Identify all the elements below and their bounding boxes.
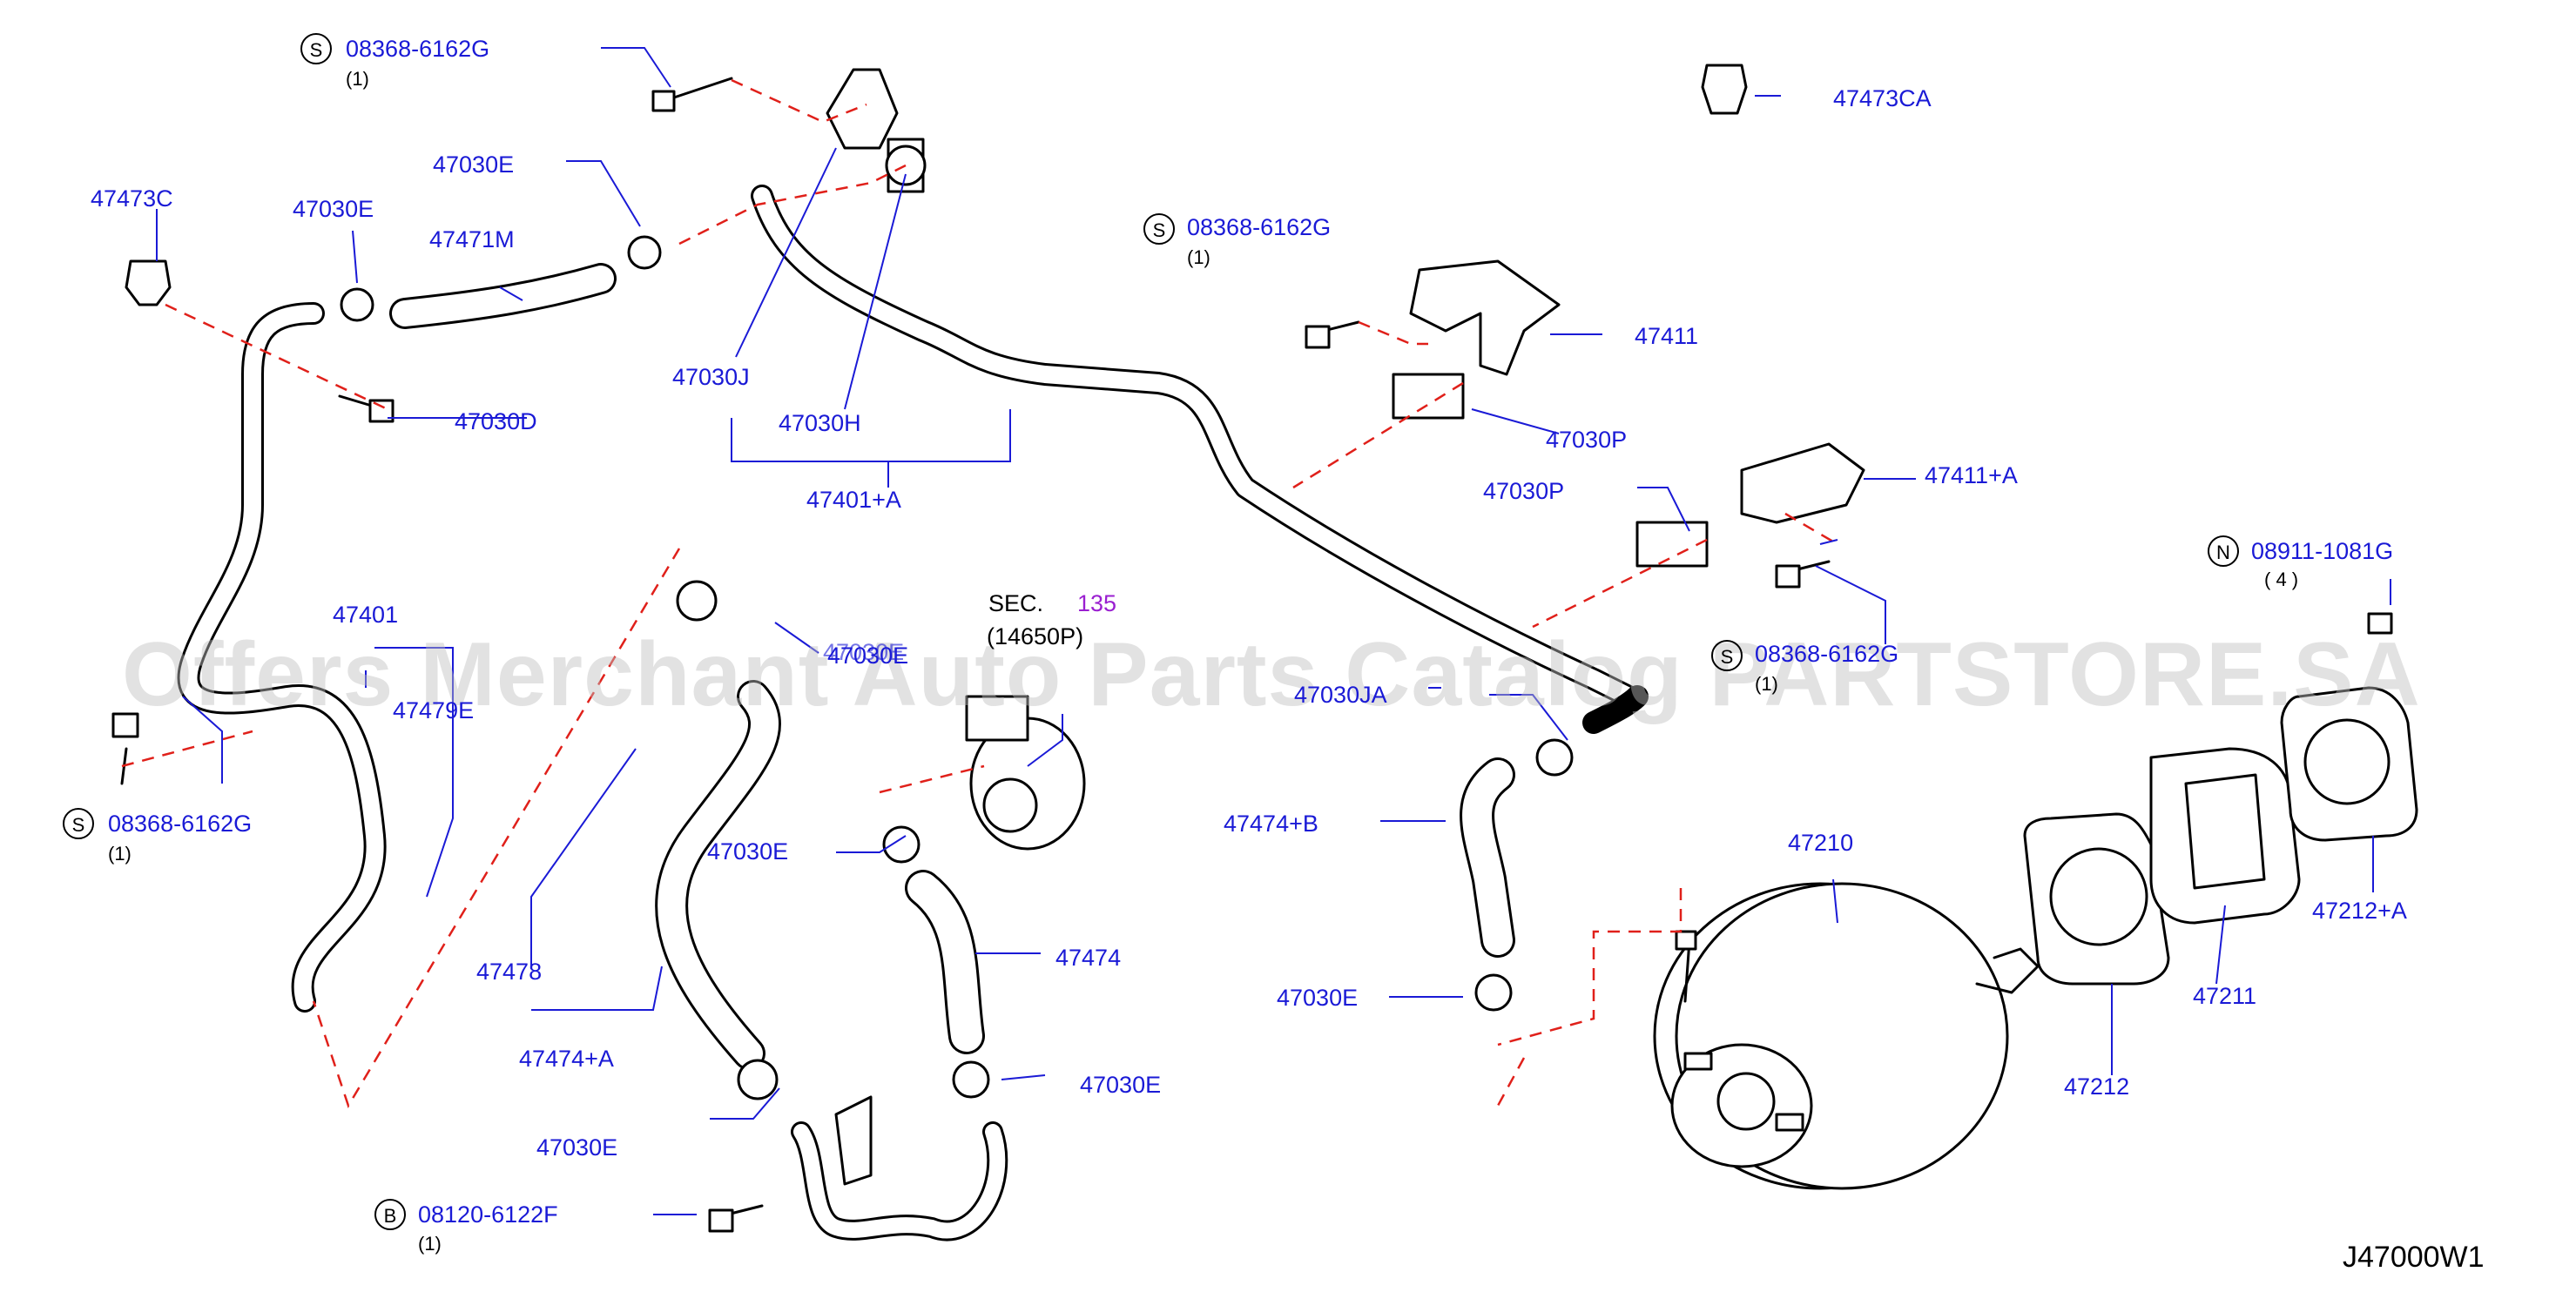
nut-08911 bbox=[2367, 612, 2393, 635]
clamp bbox=[952, 1060, 990, 1099]
section-ref-part: (14650P) bbox=[987, 623, 1084, 649]
part-label[interactable]: 47479E bbox=[393, 697, 475, 723]
callout-s2-prefix: S bbox=[1143, 213, 1175, 245]
section-ref-number[interactable]: 135 bbox=[1077, 590, 1117, 616]
part-label[interactable]: 47212+A bbox=[2312, 898, 2407, 924]
part-label[interactable]: 47411 bbox=[1635, 323, 1699, 349]
part-label[interactable]: 47211 bbox=[2193, 983, 2257, 1009]
diagram-code: J47000W1 bbox=[2343, 1241, 2485, 1274]
part-label[interactable]: 47474 bbox=[1055, 945, 1122, 971]
part-label[interactable]: 47471M bbox=[429, 226, 515, 252]
part-label-partial[interactable]: 47030E bbox=[823, 639, 905, 665]
part-label[interactable]: 47030E bbox=[1080, 1072, 1162, 1098]
part-label[interactable]: 47212 bbox=[2064, 1073, 2130, 1100]
bolt bbox=[708, 1204, 764, 1233]
part-label[interactable]: 47030P bbox=[1483, 478, 1565, 504]
part-label[interactable]: 47030E bbox=[293, 196, 374, 222]
callout-s4-prefix: S bbox=[63, 808, 94, 839]
bolt bbox=[111, 712, 139, 785]
callout-s3-qty: (1) bbox=[1755, 673, 1778, 695]
callout-n1-prefix: N bbox=[2208, 535, 2239, 567]
callout-s4-qty: (1) bbox=[108, 843, 131, 865]
part-label[interactable]: 47210 bbox=[1788, 830, 1854, 856]
clamp bbox=[340, 287, 374, 322]
part-label[interactable]: 47030E bbox=[433, 151, 515, 178]
callout-s1-number[interactable]: 08368-6162G bbox=[346, 36, 490, 62]
gasket-47212 bbox=[2023, 812, 2170, 986]
part-label[interactable]: 47474+A bbox=[519, 1046, 614, 1072]
leader-lines bbox=[156, 47, 2391, 1215]
part-label[interactable]: 47030E bbox=[536, 1134, 618, 1161]
part-label[interactable]: 47030P bbox=[1546, 427, 1628, 453]
vacuum-pump-14650p bbox=[965, 695, 1086, 851]
part-label[interactable]: 47030H bbox=[779, 410, 861, 436]
callout-b1-qty: (1) bbox=[418, 1233, 442, 1255]
callout-s2-number[interactable]: 08368-6162G bbox=[1187, 214, 1332, 240]
clamp bbox=[1474, 973, 1513, 1012]
bolt bbox=[1305, 320, 1360, 349]
part-label[interactable]: 47411+A bbox=[1925, 462, 2018, 488]
callout-s1-qty: (1) bbox=[346, 68, 369, 90]
callout-n1-qty: ( 4 ) bbox=[2264, 569, 2299, 590]
clamp bbox=[737, 1059, 779, 1100]
callout-s3-number[interactable]: 08368-6162G bbox=[1755, 641, 1899, 667]
bolt bbox=[651, 77, 733, 112]
clamp bbox=[676, 580, 718, 622]
part-label[interactable]: 47030J bbox=[672, 364, 750, 390]
callout-s1-prefix: S bbox=[300, 33, 332, 64]
clamp bbox=[882, 825, 920, 864]
assembly-dash-leaders bbox=[121, 78, 1838, 1108]
small-tube-end bbox=[1582, 685, 1649, 734]
part-label[interactable]: 47473CA bbox=[1833, 85, 1932, 111]
clamp bbox=[627, 235, 662, 270]
callout-s2-qty: (1) bbox=[1187, 246, 1210, 268]
clip-47473c bbox=[125, 259, 172, 306]
part-label[interactable]: 47030E bbox=[827, 643, 909, 669]
part-label[interactable]: 47030E bbox=[707, 838, 789, 865]
bracket-47411a bbox=[1740, 442, 1865, 524]
bolt bbox=[1775, 560, 1831, 589]
callout-b1-prefix: B bbox=[374, 1199, 406, 1230]
brake-booster-47210 bbox=[1653, 882, 2040, 1190]
part-label[interactable]: 47474+B bbox=[1224, 811, 1318, 837]
plate-47211 bbox=[2149, 747, 2301, 925]
clip-47030p-upper bbox=[1392, 373, 1465, 420]
part-label[interactable]: 47030E bbox=[1277, 985, 1359, 1011]
part-label[interactable]: 47030JA bbox=[1294, 682, 1387, 708]
callout-b1-number[interactable]: 08120-6122F bbox=[418, 1201, 558, 1228]
watermark: Offers Merchant Auto Parts Catalog PARTS… bbox=[122, 624, 2421, 725]
part-label[interactable]: 47401 bbox=[333, 602, 399, 628]
part-label[interactable]: 47030D bbox=[455, 408, 537, 434]
clamp bbox=[1535, 738, 1574, 777]
section-ref-prefix: SEC. bbox=[988, 590, 1044, 616]
part-label[interactable]: 47473C bbox=[91, 185, 173, 212]
clip-47473ca bbox=[1701, 64, 1748, 115]
part-label[interactable]: 47401+A bbox=[806, 487, 901, 513]
callout-s3-prefix: S bbox=[1711, 640, 1743, 671]
bolt bbox=[338, 394, 394, 423]
callout-s4-number[interactable]: 08368-6162G bbox=[108, 811, 253, 837]
callout-n1-number[interactable]: 08911-1081G bbox=[2251, 538, 2394, 564]
part-label[interactable]: 47478 bbox=[476, 959, 543, 985]
bracket-47411 bbox=[1409, 259, 1561, 376]
gasket-47212a bbox=[2280, 686, 2418, 842]
clip-47030p-lower bbox=[1635, 521, 1709, 568]
bracket-lower bbox=[834, 1095, 873, 1186]
